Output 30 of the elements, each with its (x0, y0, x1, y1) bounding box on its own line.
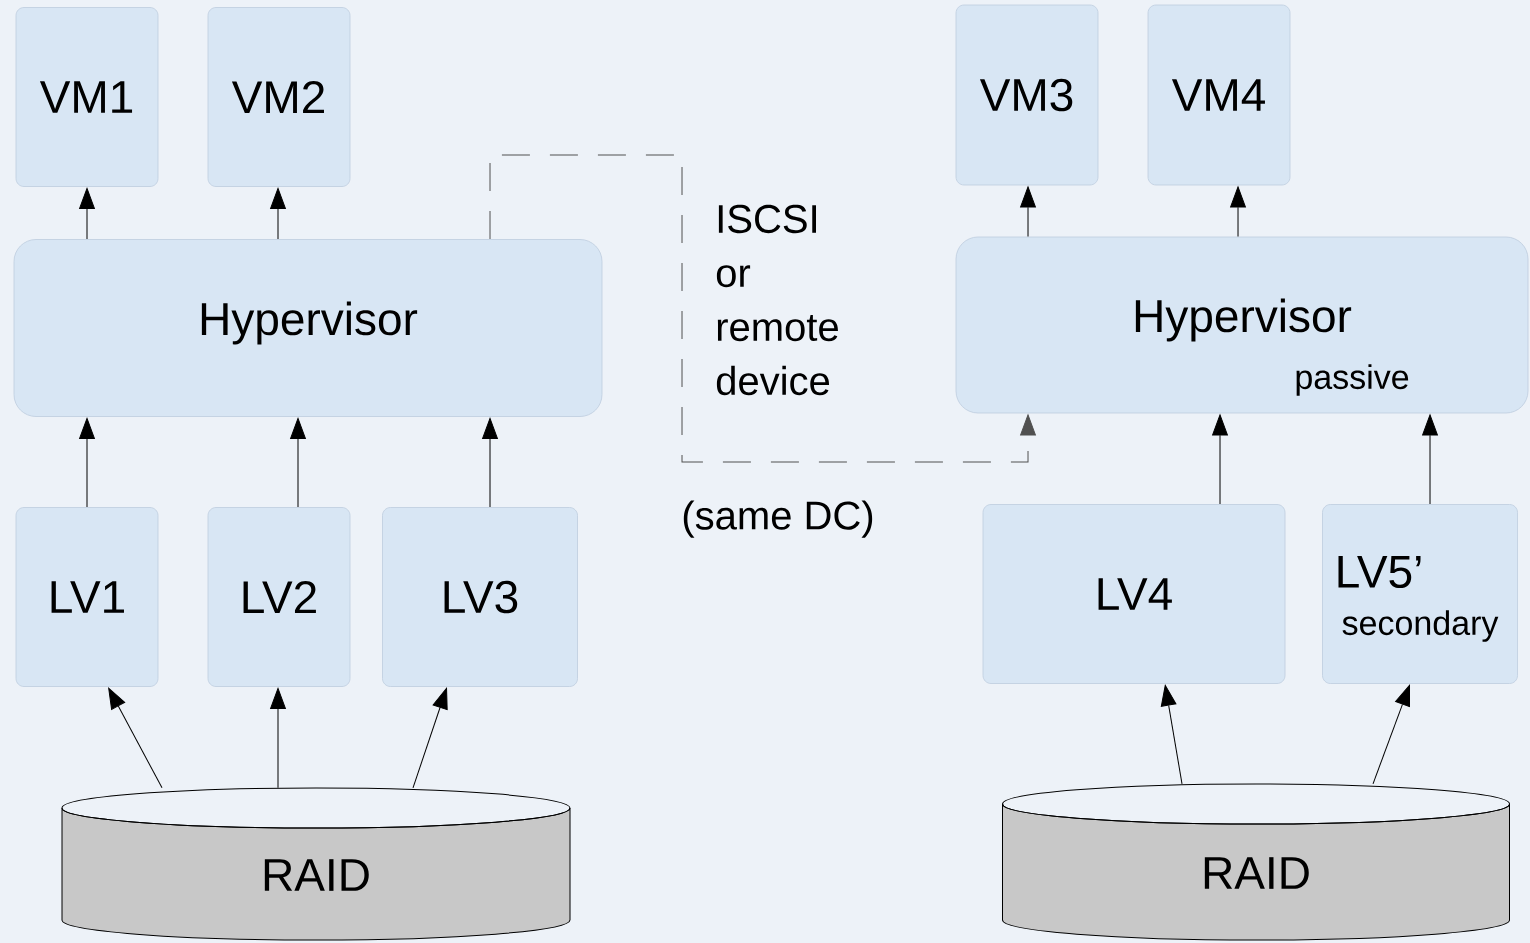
volume-box: LV3 (382, 507, 578, 687)
arrow (1020, 186, 1036, 238)
arrow (108, 687, 163, 789)
arrow (1372, 684, 1410, 785)
arrow (1230, 186, 1246, 238)
volume-box: LV5’ secondary (1322, 504, 1518, 684)
side-note: (same DC) (683, 500, 873, 538)
arrow (1212, 414, 1228, 505)
hypervisor-box: Hypervisor (13, 239, 603, 417)
hypervisor-box: Hypervisor passive (955, 236, 1529, 414)
side-note: ISCSI or remote device (716, 204, 838, 396)
vm-box: VM2 (207, 7, 351, 187)
arrow (290, 417, 306, 508)
disk-cylinder: RAID (61, 787, 571, 941)
arrow (482, 417, 498, 508)
arrow (79, 187, 95, 240)
volume-box: LV4 (982, 504, 1286, 684)
arrow (1422, 414, 1438, 505)
arrow (270, 187, 286, 240)
arrow (1160, 684, 1183, 785)
volume-box: LV1 (15, 507, 159, 687)
arrow (412, 687, 448, 789)
arrow (79, 417, 95, 508)
vm-box: VM3 (955, 4, 1099, 186)
dashed-connector (489, 154, 1036, 463)
vm-box: VM1 (15, 7, 159, 187)
disk-cylinder: RAID (1002, 783, 1510, 941)
arrow (270, 687, 286, 789)
vm-box: VM4 (1147, 4, 1291, 186)
volume-box: LV2 (207, 507, 351, 687)
